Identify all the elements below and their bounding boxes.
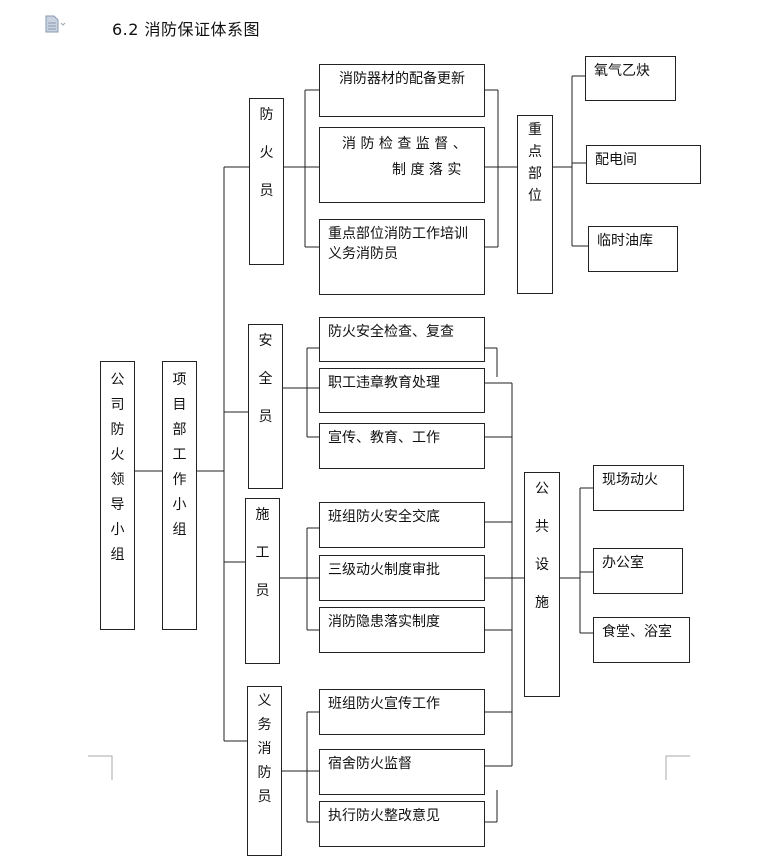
role-construction-node: 施工员 — [245, 498, 280, 664]
construction-task-3-label: 消防隐患落实制度 — [328, 614, 440, 630]
fire-task-1-label: 消防器材的配备更新 — [339, 71, 465, 87]
safety-task-2: 职工违章教育处理 — [319, 368, 485, 413]
construction-task-1-label: 班组防火安全交底 — [328, 509, 440, 525]
document-icon[interactable] — [44, 15, 66, 33]
construction-task-1: 班组防火安全交底 — [319, 502, 485, 548]
project-group-node: 项目部工作小组 — [162, 361, 197, 630]
vertical-char: 义 — [257, 693, 272, 709]
volunteer-task-3: 执行防火整改意见 — [319, 801, 485, 847]
construction-task-2: 三级动火制度审批 — [319, 555, 485, 601]
crop-mark-right — [665, 755, 690, 780]
vertical-char: 工 — [172, 447, 187, 463]
fire-task-2-line-2: 制 度 落 实 — [392, 162, 462, 178]
vertical-char: 司 — [110, 397, 125, 413]
public-facility-item: 食堂、浴室 — [593, 617, 690, 663]
vertical-char: 导 — [110, 497, 125, 513]
vertical-char: 员 — [258, 409, 273, 425]
root-node: 公司防火领导小组 — [100, 361, 135, 630]
volunteer-task-1: 班组防火宣传工作 — [319, 689, 485, 735]
construction-task-2-label: 三级动火制度审批 — [328, 562, 440, 578]
construction-task-3: 消防隐患落实制度 — [319, 607, 485, 653]
vertical-char: 领 — [110, 472, 125, 488]
vertical-char: 火 — [259, 145, 274, 161]
crop-mark-left — [88, 755, 113, 780]
vertical-char: 组 — [110, 547, 125, 563]
fire-task-3: 重点部位消防工作培训 义务消防员 — [319, 219, 485, 295]
safety-task-1-label: 防火安全检查、复查 — [328, 324, 454, 340]
fire-task-1: 消防器材的配备更新 — [319, 64, 485, 117]
volunteer-task-2: 宿舍防火监督 — [319, 749, 485, 795]
project-group-label: 项目部工作小组 — [163, 362, 196, 540]
vertical-char: 务 — [257, 717, 272, 733]
key-part-item-label: 临时油库 — [597, 233, 653, 249]
vertical-char: 员 — [257, 789, 272, 805]
vertical-char: 设 — [535, 557, 549, 573]
vertical-char: 防 — [257, 765, 272, 781]
public-facility-item-label: 办公室 — [602, 555, 644, 571]
public-facilities-node: 公共设施 — [524, 472, 560, 697]
vertical-char: 全 — [258, 371, 273, 387]
safety-task-3-label: 宣传、教育、工作 — [328, 430, 440, 446]
role-volunteer-node: 义务消防员 — [247, 686, 282, 856]
key-part-item: 临时油库 — [588, 226, 678, 272]
vertical-char: 项 — [172, 372, 187, 388]
public-facility-item-label: 食堂、浴室 — [602, 624, 672, 640]
public-facilities-label: 公共设施 — [525, 473, 559, 613]
vertical-char: 防 — [259, 107, 274, 123]
volunteer-task-2-label: 宿舍防火监督 — [328, 756, 412, 772]
vertical-char: 公 — [535, 481, 549, 497]
key-part-item-label: 氧气乙炔 — [594, 63, 650, 79]
fire-task-3-line-2: 义务消防员 — [328, 246, 398, 262]
volunteer-task-1-label: 班组防火宣传工作 — [328, 696, 440, 712]
vertical-char: 小 — [172, 497, 187, 513]
vertical-char: 目 — [172, 397, 187, 413]
role-safety-node: 安全员 — [248, 324, 283, 489]
vertical-char: 安 — [258, 333, 273, 349]
role-volunteer-label: 义务消防员 — [248, 687, 281, 807]
role-construction-label: 施工员 — [246, 499, 279, 601]
role-fire-node: 防火员 — [249, 98, 284, 265]
vertical-char: 位 — [528, 188, 542, 204]
safety-task-3: 宣传、教育、工作 — [319, 423, 485, 469]
vertical-char: 防 — [110, 422, 125, 438]
public-facility-item-label: 现场动火 — [602, 472, 658, 488]
vertical-char: 消 — [257, 741, 272, 757]
vertical-char: 公 — [110, 372, 125, 388]
vertical-char: 重 — [528, 122, 542, 138]
vertical-char: 部 — [172, 422, 187, 438]
key-part-item-label: 配电间 — [595, 152, 637, 168]
role-fire-label: 防火员 — [250, 99, 283, 201]
role-safety-label: 安全员 — [249, 325, 282, 427]
fire-task-2: 消 防 检 查 监 督 、 制 度 落 实 — [319, 127, 485, 203]
vertical-char: 部 — [528, 166, 542, 182]
key-part-item: 氧气乙炔 — [585, 56, 676, 101]
safety-task-2-label: 职工违章教育处理 — [328, 375, 440, 391]
vertical-char: 共 — [535, 519, 549, 535]
fire-task-2-line-1: 消 防 检 查 监 督 、 — [342, 136, 467, 152]
vertical-char: 火 — [110, 447, 125, 463]
vertical-char: 工 — [255, 545, 270, 561]
key-parts-label: 重点部位 — [518, 116, 552, 206]
vertical-char: 施 — [255, 507, 270, 523]
public-facility-item: 办公室 — [593, 548, 683, 594]
vertical-char: 组 — [172, 522, 187, 538]
vertical-char: 员 — [259, 183, 274, 199]
vertical-char: 小 — [110, 522, 125, 538]
vertical-char: 员 — [255, 583, 270, 599]
key-part-item: 配电间 — [586, 145, 701, 184]
vertical-char: 施 — [535, 595, 549, 611]
page-title: 6.2 消防保证体系图 — [112, 20, 261, 39]
fire-task-3-line-1: 重点部位消防工作培训 — [328, 226, 468, 242]
public-facility-item: 现场动火 — [593, 465, 684, 511]
key-parts-node: 重点部位 — [517, 115, 553, 294]
volunteer-task-3-label: 执行防火整改意见 — [328, 808, 440, 824]
safety-task-1: 防火安全检查、复查 — [319, 317, 485, 362]
vertical-char: 点 — [528, 144, 542, 160]
vertical-char: 作 — [172, 472, 187, 488]
root-label: 公司防火领导小组 — [101, 362, 134, 565]
